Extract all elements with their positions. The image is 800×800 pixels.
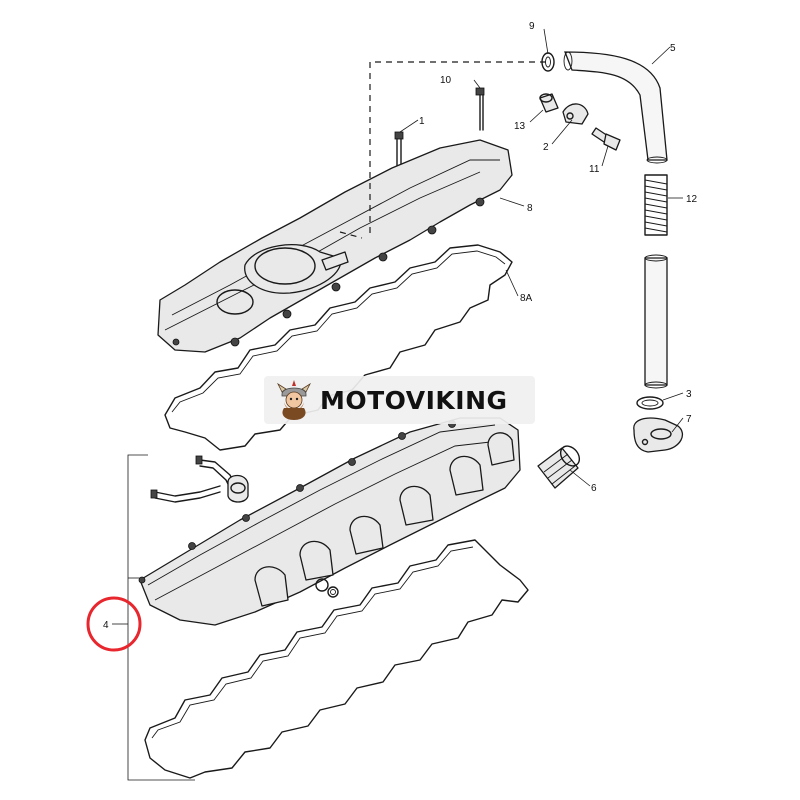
assembly-bracket-part-4 [127, 454, 195, 781]
callout-6: 6 [591, 483, 597, 494]
callout-8: 8 [527, 203, 533, 214]
bracket-part-2 [562, 103, 589, 125]
callout-9: 9 [529, 21, 535, 32]
wiring-harness [150, 455, 249, 503]
callout-8a: 8A [520, 293, 533, 304]
callout-2: 2 [543, 142, 549, 153]
callout-10: 10 [440, 75, 452, 86]
valve-cover-part-8 [157, 139, 513, 353]
bolt-part-11 [591, 127, 621, 151]
viking-mascot-icon [277, 380, 311, 420]
callout-5: 5 [670, 43, 676, 54]
base-gasket [144, 539, 529, 779]
callout-4: 4 [103, 620, 109, 631]
spacer-part-13 [539, 93, 559, 113]
watermark-text: MOTOVIKING [320, 385, 508, 415]
watermark-banner: MOTOVIKING [264, 376, 535, 424]
flange-part-7 [633, 417, 683, 453]
leader-lines [112, 28, 684, 625]
highlight-circle [86, 596, 142, 652]
callout-7: 7 [686, 414, 692, 425]
callout-3: 3 [686, 389, 692, 400]
valve-cover-base-part-4 [138, 417, 521, 626]
breather-spring-part-12 [644, 174, 668, 236]
clamp-part-3 [636, 396, 664, 410]
seal-rings [315, 578, 339, 598]
cover-gasket-part-8a [164, 244, 513, 451]
callout-12: 12 [686, 194, 698, 205]
callout-1: 1 [419, 116, 425, 127]
breather-hose-upper [563, 51, 668, 164]
callout-11: 11 [589, 164, 600, 175]
callout-13: 13 [514, 121, 526, 132]
sleeve-part-6 [537, 445, 581, 489]
bolt-part-1 [394, 131, 404, 169]
bolt-part-10 [475, 87, 485, 131]
breather-tube-lower [644, 254, 668, 389]
